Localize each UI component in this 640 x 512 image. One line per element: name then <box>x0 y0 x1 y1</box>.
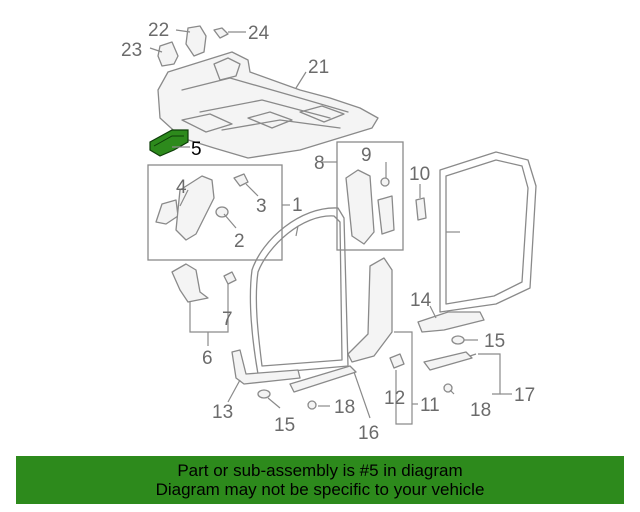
callout-21: 21 <box>308 57 329 78</box>
callout-15-left: 15 <box>274 415 295 436</box>
rear-door-weatherstrip-part <box>439 151 537 313</box>
callout-14: 14 <box>410 290 432 311</box>
clip-12-part <box>389 353 405 369</box>
notice-banner: Part or sub-assembly is #5 in diagram Di… <box>16 456 624 504</box>
front-scuff-plate-13-part <box>231 349 301 385</box>
rear-scuff-plate-14-part <box>417 311 485 333</box>
callout-10: 10 <box>409 164 430 185</box>
callout-13: 13 <box>212 402 233 423</box>
floor-carpet-part <box>157 51 379 159</box>
bracket-22-part <box>185 25 207 57</box>
callout-22: 22 <box>148 20 169 41</box>
clip-3-part <box>233 173 249 187</box>
front-scuff-plate-16-part <box>289 365 357 393</box>
group-box-1 <box>147 164 283 261</box>
callout-18-right: 18 <box>470 400 491 421</box>
leader-lines <box>149 29 512 425</box>
front-door-weatherstrip-part <box>249 207 349 375</box>
callout-12: 12 <box>384 388 405 409</box>
callout-1: 1 <box>292 195 303 216</box>
part-5-highlighted <box>149 129 189 157</box>
callout-17: 17 <box>514 385 535 406</box>
rear-scuff-plate-17-part <box>423 351 473 371</box>
callout-11: 11 <box>420 395 440 416</box>
clip-15-part <box>257 335 465 399</box>
clip-10-part <box>415 197 427 221</box>
cowl-side-trim-part <box>171 263 209 303</box>
clip-7-part <box>223 271 237 285</box>
clip-24-part <box>213 27 229 39</box>
callout-2: 2 <box>234 231 245 252</box>
clip-9-part <box>380 177 390 187</box>
callout-18-left: 18 <box>334 397 355 418</box>
group-box-8 <box>336 141 404 251</box>
notice-line-1: Part or sub-assembly is #5 in diagram <box>177 461 463 480</box>
callout-8: 8 <box>314 153 325 174</box>
clip-2-part <box>215 206 229 218</box>
callout-5: 5 <box>191 139 202 160</box>
bracket-23-part <box>157 41 179 67</box>
callout-6: 6 <box>202 348 213 369</box>
center-pillar-garnish-part <box>345 169 395 245</box>
parts-diagram: 22 24 23 21 5 8 9 10 4 1 3 2 7 6 14 15 1… <box>121 20 537 444</box>
callout-24: 24 <box>248 23 270 44</box>
callout-15-right: 15 <box>484 331 505 352</box>
callout-23: 23 <box>121 40 142 61</box>
callout-4: 4 <box>176 177 187 198</box>
lower-pillar-garnish-part <box>347 257 393 363</box>
callout-3: 3 <box>256 196 267 217</box>
callout-16: 16 <box>358 423 379 444</box>
notice-line-2: Diagram may not be specific to your vehi… <box>155 480 485 499</box>
callout-9: 9 <box>361 145 372 166</box>
callout-7: 7 <box>222 309 233 330</box>
pillar-garnish-4-part <box>155 175 215 241</box>
